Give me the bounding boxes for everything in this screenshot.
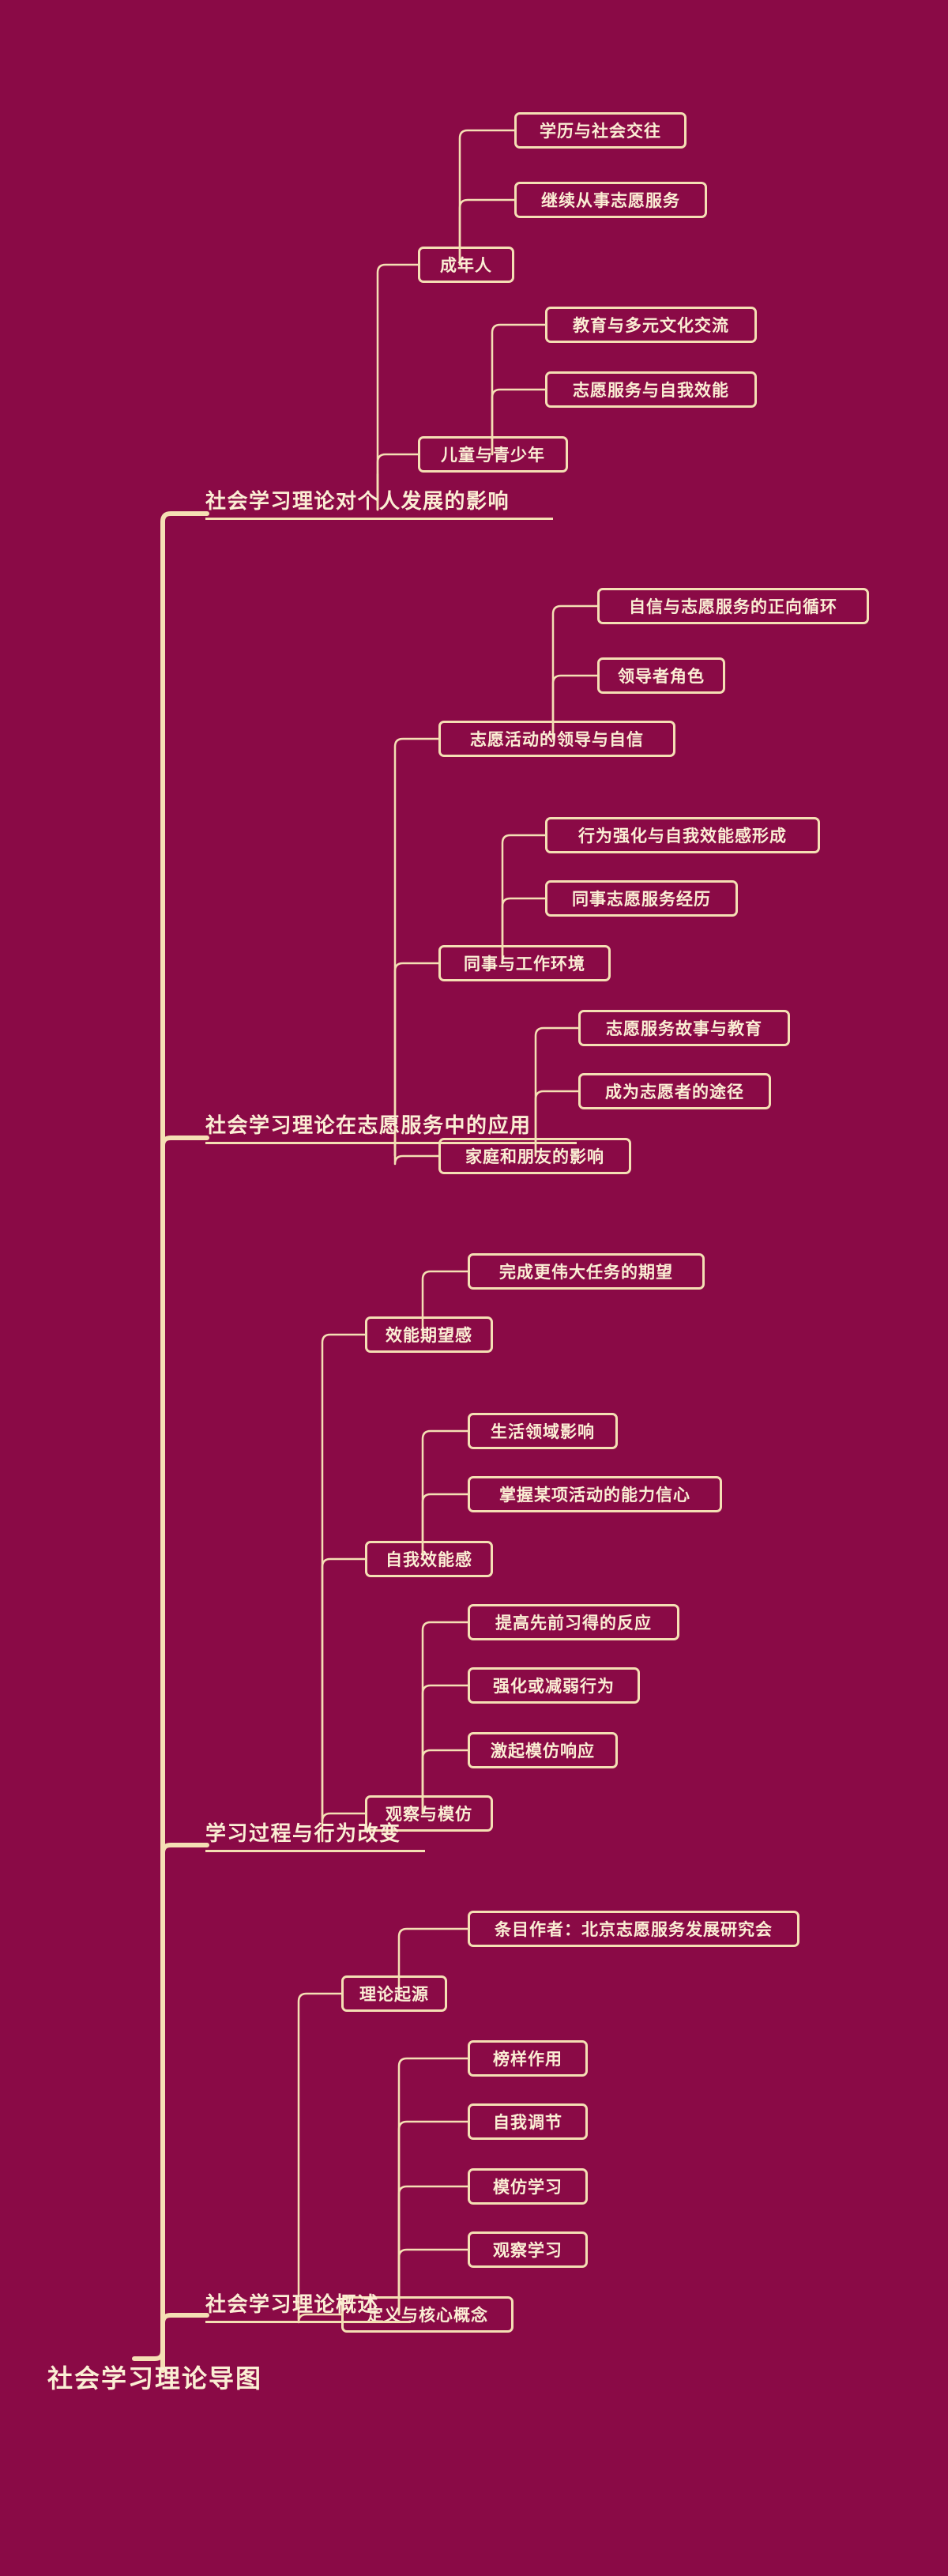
mindmap-node[interactable]: 理论起源 (341, 1975, 447, 2012)
mindmap-node[interactable]: 志愿活动的领导与自信 (438, 721, 675, 757)
mindmap-node[interactable]: 完成更伟大任务的期望 (468, 1253, 705, 1290)
mindmap-node[interactable]: 自信与志愿服务的正向循环 (597, 588, 869, 624)
mindmap-node[interactable]: 教育与多元文化交流 (545, 307, 757, 343)
mindmap-node[interactable]: 掌握某项活动的能力信心 (468, 1476, 722, 1512)
mindmap-node[interactable]: 强化或减弱行为 (468, 1667, 640, 1704)
mindmap-node[interactable]: 儿童与青少年 (418, 436, 568, 473)
mindmap-node[interactable]: 观察与模仿 (365, 1795, 493, 1832)
mindmap-node[interactable]: 家庭和朋友的影响 (438, 1138, 631, 1174)
mindmap-node[interactable]: 行为强化与自我效能感形成 (545, 817, 820, 853)
mindmap-node[interactable]: 生活领域影响 (468, 1413, 618, 1449)
mindmap-node[interactable]: 激起模仿响应 (468, 1732, 618, 1768)
mindmap-node[interactable]: 志愿服务与自我效能 (545, 371, 757, 408)
mindmap-node[interactable]: 学历与社会交往 (514, 112, 687, 149)
mindmap-node[interactable]: 同事志愿服务经历 (545, 880, 738, 917)
mindmap-node[interactable]: 效能期望感 (365, 1316, 493, 1353)
mindmap-node[interactable]: 领导者角色 (597, 657, 725, 694)
mindmap-node[interactable]: 提高先前习得的反应 (468, 1604, 679, 1640)
mindmap-node[interactable]: 成年人 (418, 247, 514, 283)
mindmap-node[interactable]: 条目作者：北京志愿服务发展研究会 (468, 1911, 799, 1947)
mindmap-node[interactable]: 成为志愿者的途径 (578, 1073, 771, 1109)
mindmap-branch-label[interactable]: 社会学习理论在志愿服务中的应用 (205, 1109, 577, 1144)
mindmap-node[interactable]: 观察学习 (468, 2231, 588, 2268)
mindmap-branch-label[interactable]: 社会学习理论对个人发展的影响 (205, 485, 553, 520)
mindmap-node[interactable]: 继续从事志愿服务 (514, 182, 707, 218)
mindmap-node[interactable]: 自我调节 (468, 2103, 588, 2140)
mindmap-node[interactable]: 志愿服务故事与教育 (578, 1010, 790, 1046)
mindmap-root-label[interactable]: 社会学习理论导图 (47, 2364, 263, 2393)
mindmap-node[interactable]: 同事与工作环境 (438, 945, 611, 981)
mindmap-node[interactable]: 模仿学习 (468, 2168, 588, 2205)
mindmap-branch-label[interactable]: 社会学习理论概述 (205, 2288, 411, 2323)
mindmap-node[interactable]: 自我效能感 (365, 1541, 493, 1577)
mindmap-node[interactable]: 榜样作用 (468, 2040, 588, 2077)
mindmap-branch-label[interactable]: 学习过程与行为改变 (205, 1817, 425, 1852)
